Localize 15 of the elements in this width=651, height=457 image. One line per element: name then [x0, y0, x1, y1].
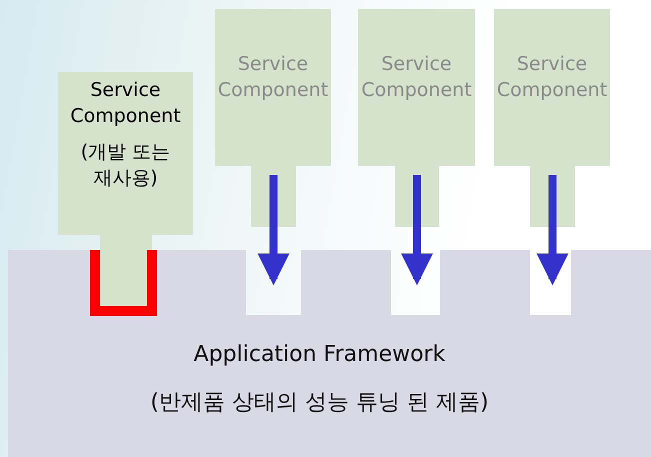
component-label: Service Component: [496, 52, 608, 103]
arrow: [536, 175, 568, 286]
framework-subtitle: (반제품 상태의 성능 튜닝 된 제품): [149, 389, 490, 417]
component-label: Service Component: [216, 52, 330, 103]
framework-title: Application Framework: [192, 341, 446, 369]
component-block: [358, 9, 475, 227]
component-block: [494, 9, 610, 227]
arrow: [258, 175, 290, 286]
component-block: [58, 72, 193, 250]
component-label: Service Component: [69, 78, 182, 129]
component-note: (개발 또는 재사용): [80, 140, 172, 191]
framework-block: [8, 250, 651, 457]
component-block: [215, 9, 331, 227]
arrow: [401, 175, 433, 286]
component-label: Service Component: [360, 52, 473, 103]
